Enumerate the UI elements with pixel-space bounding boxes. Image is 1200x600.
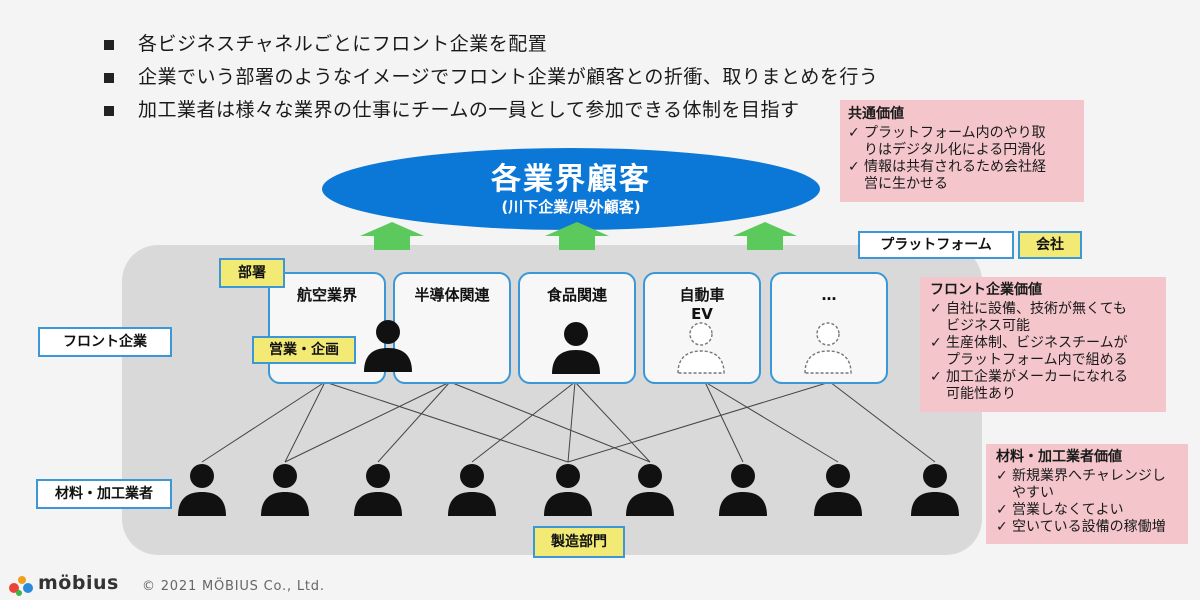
bullet-item: 各ビジネスチャネルごとにフロント企業を配置 (100, 28, 878, 61)
person-icon (259, 462, 311, 516)
note-line: りはデジタル化による円滑化 (864, 142, 1046, 158)
person-icon (362, 318, 414, 372)
note-item: ✓生産体制、ビジネスチームがプラットフォーム内で組める (930, 335, 1166, 369)
industry-label: 半導体関連 (414, 286, 490, 304)
note-item: ✓情報は共有されるため会社経営に生かせる (848, 159, 1084, 193)
check-icon: ✓ (996, 468, 1008, 484)
person-icon (717, 462, 769, 516)
person-icon (176, 462, 228, 516)
note-line: 営業しなくてよい (1012, 502, 1124, 518)
bullet-text: 企業でいう部署のようなイメージでフロント企業が顧客との折衝、取りまとめを行う (138, 66, 879, 88)
person-icon (812, 462, 864, 516)
note-item: ✓新規業界へチャレンジしやすい (996, 468, 1188, 502)
industry-box: … (770, 272, 888, 384)
note-title: 材料・加工業者価値 (996, 449, 1122, 465)
note-line: 可能性あり (946, 386, 1016, 402)
tag-busho: 部署 (219, 258, 285, 288)
note-line: 空いている設備の稼働増 (1012, 519, 1166, 535)
tag-front-company: フロント企業 (38, 327, 172, 357)
tag-material-processors: 材料・加工業者 (36, 479, 172, 509)
check-icon: ✓ (848, 159, 860, 175)
customer-subtitle: (川下企業/県外顧客) (501, 198, 641, 216)
up-arrow-icon (545, 222, 609, 250)
person-icon (352, 462, 404, 516)
note-title: フロント企業価値 (930, 282, 1042, 298)
note-material-value: 材料・加工業者価値 ✓新規業界へチャレンジしやすい ✓営業しなくてよい ✓空いて… (986, 444, 1188, 544)
bullet-square-icon (104, 73, 114, 83)
check-icon: ✓ (996, 519, 1008, 535)
note-common-value: 共通価値 ✓プラットフォーム内のやり取りはデジタル化による円滑化 ✓情報は共有さ… (840, 100, 1084, 202)
note-title: 共通価値 (848, 106, 904, 122)
check-icon: ✓ (930, 301, 942, 317)
industry-label: … (821, 286, 837, 304)
bullet-list: 各ビジネスチャネルごとにフロント企業を配置 企業でいう部署のようなイメージでフロ… (100, 28, 878, 127)
industry-label: 食品関連 (546, 286, 607, 304)
person-icon (550, 320, 602, 374)
person-icon (624, 462, 676, 516)
bullet-square-icon (104, 106, 114, 116)
industry-box: 食品関連 (518, 272, 636, 384)
bullet-text: 加工業者は様々な業界の仕事にチームの一員として参加できる体制を目指す (138, 99, 800, 121)
tag-company: 会社 (1018, 231, 1082, 259)
note-line: 新規業界へチャレンジし (1012, 468, 1166, 484)
bullet-item: 企業でいう部署のようなイメージでフロント企業が顧客との折衝、取りまとめを行う (100, 61, 878, 94)
person-icon (909, 462, 961, 516)
customer-title: 各業界顧客 (491, 162, 651, 197)
check-icon: ✓ (930, 335, 942, 351)
bullet-text: 各ビジネスチャネルごとにフロント企業を配置 (138, 33, 548, 55)
logo-wordmark: möbius (38, 572, 119, 594)
industry-name: 自動車 (679, 286, 725, 304)
bullet-square-icon (104, 40, 114, 50)
note-line: 生産体制、ビジネスチームが (946, 335, 1128, 351)
tag-platform: プラットフォーム (858, 231, 1014, 259)
industry-label: 航空業界 (296, 286, 357, 304)
check-icon: ✓ (930, 369, 942, 385)
logo-dots-icon (9, 576, 33, 596)
note-item: ✓自社に設備、技術が無くてもビジネス可能 (930, 301, 1166, 335)
person-outline-icon (802, 320, 854, 374)
note-item: ✓プラットフォーム内のやり取りはデジタル化による円滑化 (848, 125, 1084, 159)
industry-sub: EV (691, 305, 713, 323)
note-line: やすい (1012, 485, 1054, 501)
note-line: ビジネス可能 (946, 318, 1030, 334)
check-icon: ✓ (848, 125, 860, 141)
person-outline-icon (675, 320, 727, 374)
note-front-value: フロント企業価値 ✓自社に設備、技術が無くてもビジネス可能 ✓生産体制、ビジネス… (920, 277, 1166, 412)
tag-eigyo: 営業・企画 (252, 336, 356, 364)
note-item: ✓空いている設備の稼働増 (996, 519, 1188, 536)
note-line: プラットフォーム内のやり取 (864, 125, 1046, 141)
note-line: 加工企業がメーカーになれる (946, 369, 1128, 385)
copyright: © 2021 MÖBIUS Co., Ltd. (142, 579, 325, 594)
up-arrow-icon (733, 222, 797, 250)
note-item: ✓営業しなくてよい (996, 502, 1188, 519)
person-icon (542, 462, 594, 516)
note-item: ✓加工企業がメーカーになれる可能性あり (930, 369, 1166, 403)
up-arrow-icon (360, 222, 424, 250)
note-line: 情報は共有されるため会社経 (864, 159, 1046, 175)
check-icon: ✓ (996, 502, 1008, 518)
note-line: 営に生かせる (864, 176, 948, 192)
bullet-item: 加工業者は様々な業界の仕事にチームの一員として参加できる体制を目指す (100, 94, 878, 127)
note-line: プラットフォーム内で組める (946, 352, 1128, 368)
note-line: 自社に設備、技術が無くても (946, 301, 1127, 317)
person-icon (446, 462, 498, 516)
tag-manufacturing: 製造部門 (533, 526, 625, 558)
customer-ellipse: 各業界顧客 (川下企業/県外顧客) (322, 148, 820, 230)
